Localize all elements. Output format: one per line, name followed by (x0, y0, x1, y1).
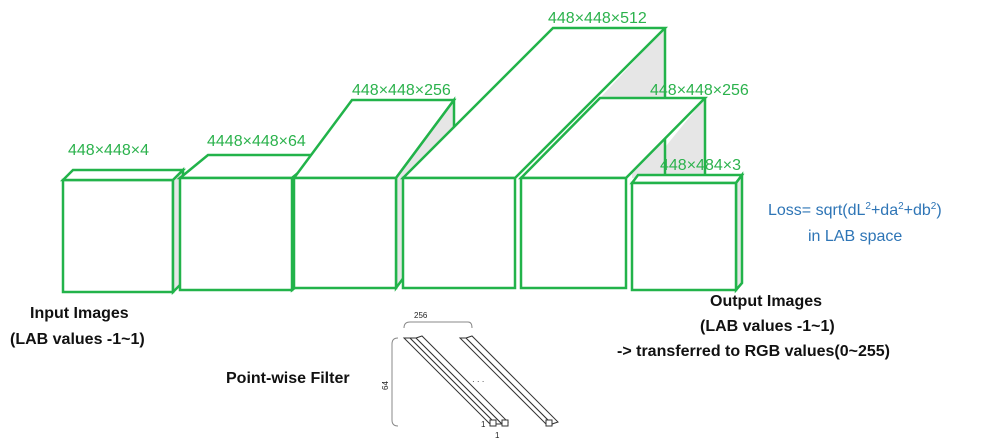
block-2-dims: 4448×448×64 (207, 133, 306, 150)
block-output-volume (629, 171, 745, 294)
block-5-dims: 448×448×256 (650, 82, 749, 99)
block-6-dims: 448×484×3 (660, 157, 741, 174)
filter-unit-label-b: 1 (495, 431, 500, 440)
block-4-dims: 448×448×512 (548, 10, 647, 27)
loss-space-label: in LAB space (808, 228, 902, 245)
filter-width-label: 256 (414, 311, 428, 320)
output-rgb-note: -> transferred to RGB values(0~255) (617, 343, 890, 360)
filter-title: Point-wise Filter (226, 370, 350, 387)
input-range: (LAB values -1~1) (10, 331, 145, 348)
pointwise-filter-illustration: 256 64 · · · 1 1 (381, 311, 559, 440)
block-conv4-volume (518, 96, 708, 290)
block-input-volume (59, 166, 187, 296)
block-conv3-volume (399, 26, 669, 290)
input-title: Input Images (30, 305, 129, 322)
filter-ellipsis: · · · (472, 377, 484, 386)
output-range: (LAB values -1~1) (700, 318, 835, 335)
block-5-side-face (640, 98, 705, 178)
filter-unit-label-a: 1 (481, 420, 486, 429)
output-title: Output Images (710, 293, 822, 310)
filter-height-label: 64 (381, 381, 390, 390)
block-1-dims: 448×448×4 (68, 142, 149, 159)
block-3-dims: 448×448×256 (352, 82, 451, 99)
loss-formula: Loss= sqrt(dL2+da2+db2) (768, 201, 942, 219)
